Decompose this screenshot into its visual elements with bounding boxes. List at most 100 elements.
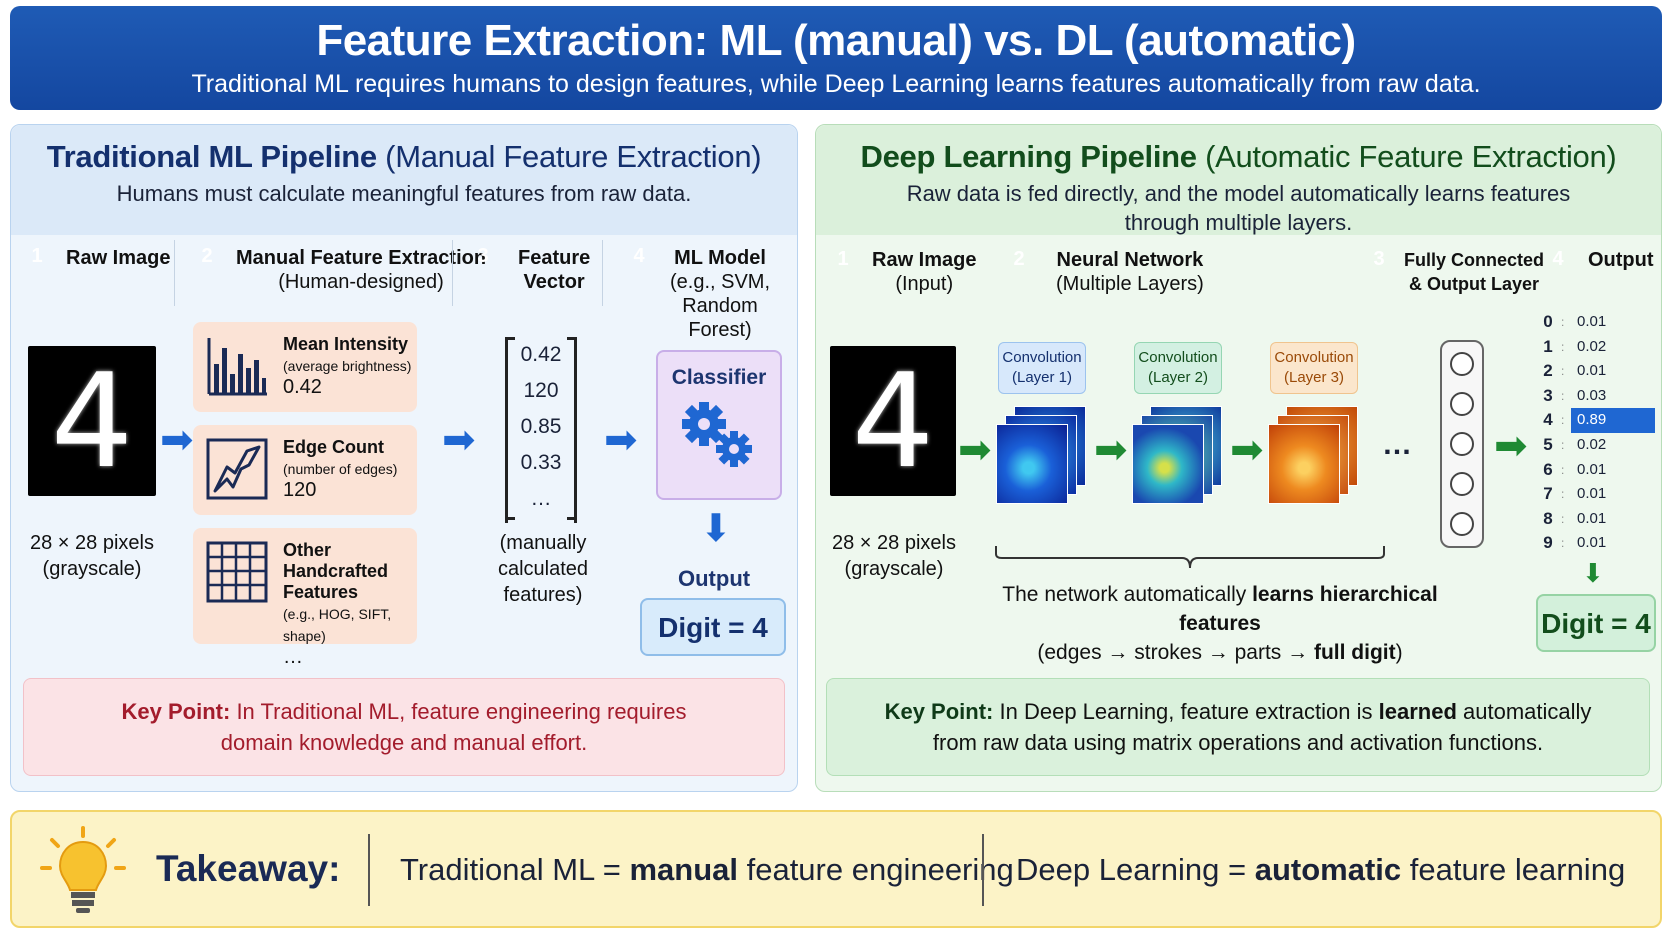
output-row-highlighted: 4:0.89	[1535, 408, 1655, 433]
output-row: 6:0.01	[1543, 459, 1607, 479]
dl-step2-label: Neural Network(Multiple Layers)	[1056, 249, 1204, 295]
down-arrow-icon: ⬇	[700, 508, 732, 550]
ml-step4-label: ML Model(e.g., SVM,Random Forest)	[669, 247, 771, 341]
dl-arrow-icon: ➡	[958, 428, 992, 472]
ml-step1-badge: 1	[31, 245, 43, 267]
lightbulb-icon	[40, 826, 126, 913]
page-title: Feature Extraction: ML (manual) vs. DL (…	[316, 16, 1356, 65]
ml-arrow-icon: ➡	[442, 418, 476, 462]
output-row: 7:0.01	[1543, 484, 1607, 504]
dl-arrow-icon: ➡	[1094, 428, 1128, 472]
neuron-node	[1450, 352, 1474, 376]
feature-value: …	[283, 646, 303, 668]
output-row: 0:0.01	[1543, 312, 1607, 331]
down-arrow-icon: ⬇	[1582, 558, 1604, 588]
classifier-box: Classifier	[656, 350, 782, 500]
conv-layer1-feature-maps	[996, 406, 1088, 506]
feature-vector: 0.42 120 0.85 0.33 …	[505, 337, 577, 523]
ml-step-divider	[174, 240, 175, 306]
feature-desc: (e.g., HOG, SIFT, shape)	[283, 606, 392, 644]
ml-step-divider	[452, 240, 453, 306]
dl-panel-header: Deep Learning Pipeline (Automatic Featur…	[816, 125, 1661, 235]
ml-step3-badge: 3	[477, 245, 489, 267]
vector-value: 0.85	[520, 415, 562, 438]
feature-name: Other Handcrafted	[283, 540, 389, 581]
takeaway-divider	[368, 834, 370, 906]
ml-output-box: Digit = 4	[640, 598, 786, 656]
ml-output-label: Output	[678, 566, 751, 591]
ml-arrow-icon: ➡	[160, 418, 194, 462]
takeaway-divider	[982, 834, 984, 906]
output-row: 5:0.02	[1543, 434, 1607, 454]
ml-panel-subtitle: Humans must calculate meaningful feature…	[116, 181, 692, 206]
page-subtitle: Traditional ML requires humans to design…	[191, 70, 1481, 98]
output-row: 3:0.03	[1543, 385, 1607, 405]
conv-layer1-label: Convolution(Layer 1)	[998, 342, 1086, 394]
classifier-label: Classifier	[671, 366, 767, 389]
dl-arrow-icon: ➡	[1494, 424, 1528, 468]
takeaway-banner: Takeaway: Traditional ML = manual featur…	[10, 810, 1662, 928]
output-row: 8:0.01	[1543, 508, 1607, 528]
ml-panel-header: Traditional ML Pipeline (Manual Feature …	[11, 125, 797, 235]
dl-step4-badge: 4	[1552, 248, 1564, 270]
ml-step4-badge: 4	[633, 245, 645, 267]
feature-card-mean-intensity: Mean Intensity (average brightness) 0.42	[193, 322, 417, 412]
ml-step1-label: Raw Image	[66, 247, 171, 269]
vector-value: …	[530, 487, 552, 510]
dl-step2-badge: 2	[1013, 248, 1025, 270]
ml-key-point: Key Point: In Traditional ML, feature en…	[23, 678, 785, 776]
ml-raw-digit-image: 4	[28, 346, 156, 496]
edge-shape-icon	[206, 438, 268, 500]
output-row: 9:0.01	[1543, 533, 1607, 553]
feature-desc: (number of edges)	[283, 461, 398, 477]
feature-name: Edge Count	[283, 437, 384, 457]
feature-value: 0.42	[283, 376, 322, 398]
layers-brace	[995, 546, 1385, 569]
conv-layer2-label: Convolution(Layer 2)	[1134, 342, 1222, 394]
dl-step3-badge: 3	[1373, 248, 1385, 270]
layers-ellipsis: …	[1382, 428, 1412, 461]
output-row: 2:0.01	[1543, 361, 1607, 381]
grid-icon	[206, 541, 268, 603]
header-banner: Feature Extraction: ML (manual) vs. DL (…	[10, 6, 1662, 110]
feature-card-edge-count: Edge Count (number of edges) 120	[193, 425, 417, 515]
output-probability-list: 0:0.01 1:0.02 2:0.01 3:0.03 4:0.89 5:0.0…	[1535, 310, 1655, 556]
dl-step1-badge: 1	[837, 248, 849, 270]
dl-raw-caption: 28 × 28 pixels(grayscale)	[832, 532, 956, 580]
fully-connected-layer	[1440, 340, 1484, 548]
neuron-node	[1450, 392, 1474, 416]
feature-value: 120	[283, 479, 317, 501]
ml-step2-label: Manual Feature Extraction(Human-designed…	[236, 247, 487, 293]
dl-step1-label: Raw Image(Input)	[872, 249, 977, 295]
hierarchy-explanation: The network automatically learns hierarc…	[1002, 583, 1438, 664]
ml-panel-title: Traditional ML Pipeline (Manual Feature …	[46, 139, 762, 174]
ml-raw-caption: 28 × 28 pixels(grayscale)	[30, 532, 154, 580]
gears-icon	[682, 402, 752, 467]
dl-panel-title: Deep Learning Pipeline (Automatic Featur…	[860, 139, 1617, 174]
dl-output-box: Digit = 4	[1536, 594, 1656, 652]
ml-arrow-icon: ➡	[604, 418, 638, 462]
feature-name: Mean Intensity	[283, 334, 409, 354]
bar-chart-icon	[207, 338, 267, 396]
dl-arrow-icon: ➡	[1230, 428, 1264, 472]
vector-value: 0.33	[520, 451, 562, 474]
output-row: 1:0.02	[1543, 336, 1607, 356]
neuron-node	[1450, 472, 1474, 496]
dl-step3-label: Fully Connected& Output Layer	[1404, 250, 1545, 294]
dl-step4-label: Output	[1588, 249, 1654, 271]
conv-layer3-label: Convolution(Layer 3)	[1270, 342, 1358, 394]
feature-desc: (average brightness)	[283, 358, 412, 374]
conv-layer2-feature-maps	[1132, 406, 1224, 506]
ml-step2-badge: 2	[201, 245, 213, 267]
takeaway-ml: Traditional ML = manual feature engineer…	[400, 852, 1014, 887]
neuron-node	[1450, 432, 1474, 456]
vector-value: 120	[523, 379, 559, 402]
neuron-node	[1450, 512, 1474, 536]
vector-value: 0.42	[520, 343, 562, 366]
takeaway-label: Takeaway:	[156, 848, 341, 889]
takeaway-dl: Deep Learning = automatic feature learni…	[1016, 852, 1626, 887]
dl-raw-digit-image: 4	[830, 346, 956, 496]
dl-key-point: Key Point: In Deep Learning, feature ext…	[826, 678, 1650, 776]
